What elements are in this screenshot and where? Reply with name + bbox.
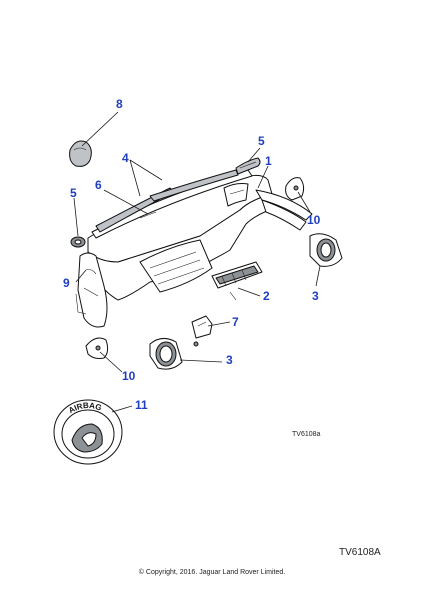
callout-5-top: 5 [258,134,265,148]
callout-2: 2 [263,289,270,303]
part-9-bracket [75,293,87,315]
callout-7: 7 [232,315,239,329]
part-7-bracket [191,315,213,347]
callout-10-top: 10 [307,213,321,227]
part-8-cap [69,140,92,167]
callout-3-lower: 3 [226,353,233,367]
part-3-vent-right [309,233,343,267]
callout-11: 11 [135,398,148,412]
callout-10-lower: 10 [122,369,136,383]
diagram-reference-small: TV6108a [292,431,321,438]
callout-3-right: 3 [312,289,319,303]
part-6-trim [139,211,157,219]
part-5-grille-right [235,157,261,175]
part-11-airbag-emblem: AIRBAG [53,399,123,465]
callout-5-left: 5 [70,186,77,200]
callout-labels: 8 4 5 1 6 5 10 9 2 3 7 3 10 11 [63,97,321,412]
callout-4: 4 [122,151,129,165]
diagram-reference-large: TV6108A [339,547,381,558]
part-4-demister-strip [95,169,239,233]
part-1-dashboard [77,169,313,328]
callout-6: 6 [95,178,102,192]
callout-1: 1 [265,154,272,168]
copyright-notice: © Copyright, 2016. Jaguar Land Rover Lim… [138,569,286,576]
leader-lines [73,111,321,413]
part-5-vent-left [70,236,86,248]
part-2-centre-vent [211,261,263,301]
part-10-end-cap-left [85,337,109,359]
callout-9: 9 [63,276,70,290]
callout-8: 8 [116,97,123,111]
part-3-vent-lower [149,338,183,370]
